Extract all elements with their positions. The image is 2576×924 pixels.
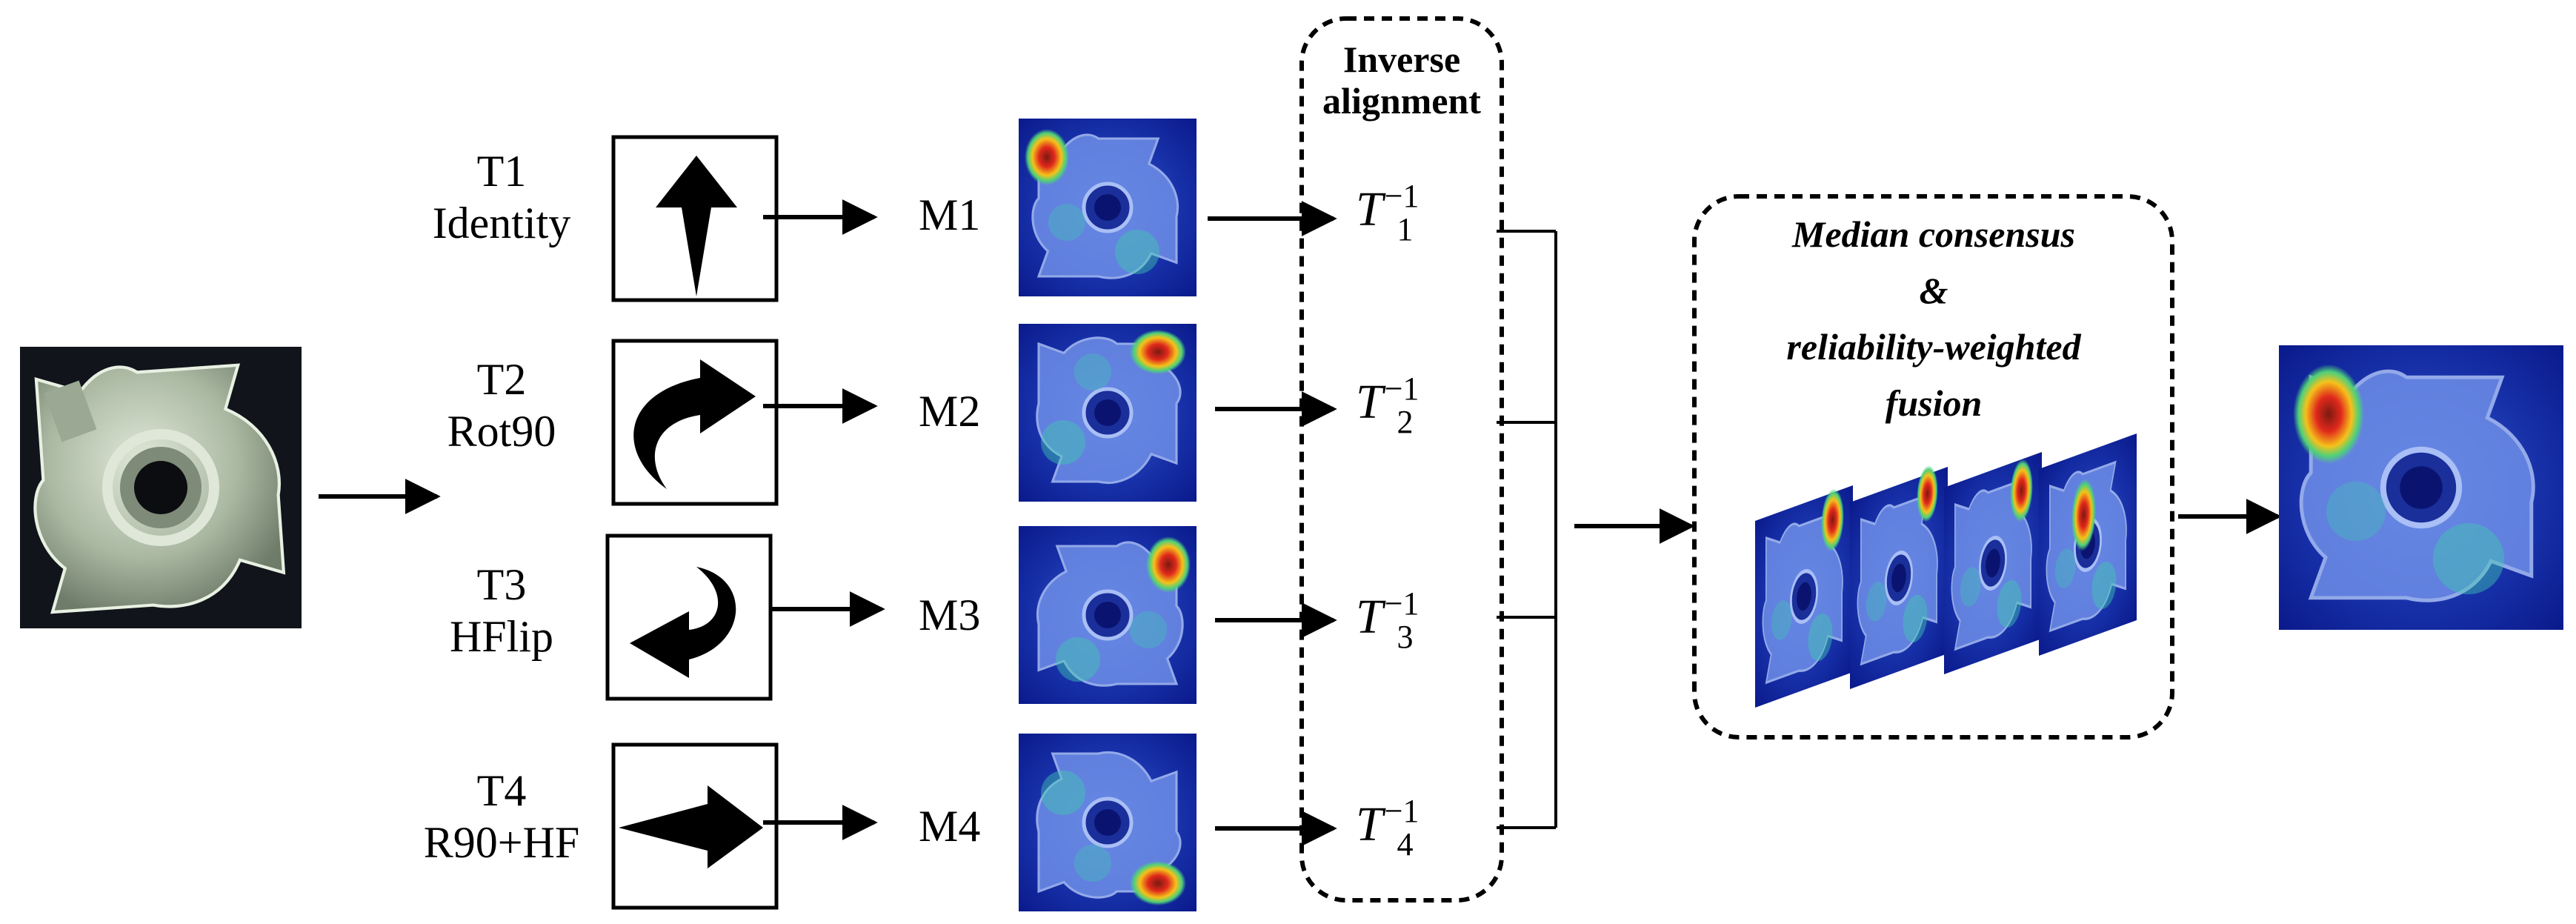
- up-arrow-icon: [656, 156, 737, 296]
- transform-label-t4: T4 R90+HF: [405, 765, 598, 868]
- heatmap-m1: [1019, 119, 1197, 296]
- transform-name: Rot90: [447, 407, 556, 456]
- inverse-title-line2: alignment: [1322, 80, 1481, 122]
- inverse-power: −1: [1384, 585, 1420, 622]
- rot90-transform-box: [611, 339, 779, 506]
- transform-label-t2: T2 Rot90: [405, 353, 598, 457]
- fusion-line2: &: [1919, 270, 1948, 311]
- map-label-m4: M4: [919, 802, 981, 851]
- inverse-alignment-title: Inverse alignment: [1305, 39, 1498, 122]
- transform-name: R90+HF: [423, 818, 580, 867]
- output-heatmap: [2279, 345, 2563, 630]
- stacked-heatmap-1: [1755, 482, 1853, 708]
- inverse-index: 3: [1397, 619, 1414, 655]
- identity-transform-box: [611, 135, 779, 302]
- merge-bracket: [1497, 230, 1557, 829]
- inverse-transform-t3: T−13: [1356, 585, 1420, 655]
- inverse-power: −1: [1384, 793, 1420, 829]
- r90hf-transform-box: [611, 742, 779, 910]
- input-part-photo: [20, 347, 302, 628]
- map-label-m2: M2: [919, 387, 981, 436]
- right-arrow-icon: [619, 785, 763, 868]
- transform-id: T1: [476, 147, 527, 196]
- fusion-box: [1692, 194, 2174, 739]
- transform-id: T3: [476, 560, 527, 609]
- transform-name: HFlip: [449, 612, 554, 661]
- heatmap-m4: [1019, 734, 1197, 911]
- transform-name: Identity: [432, 199, 571, 247]
- stacked-heatmap-3: [1944, 452, 2042, 674]
- inverse-symbol: T: [1356, 182, 1383, 236]
- stacked-heatmap-4: [2039, 433, 2137, 656]
- map-label-m3: M3: [919, 591, 981, 639]
- inverse-transform-t2: T−12: [1356, 370, 1420, 440]
- transform-id: T2: [476, 355, 527, 404]
- inverse-transform-t4: T−14: [1356, 793, 1420, 862]
- curved-right-arrow-icon: [633, 359, 756, 489]
- stacked-heatmap-2: [1850, 458, 1948, 689]
- inverse-power: −1: [1384, 370, 1420, 407]
- map-label-m1: M1: [919, 190, 981, 239]
- inverse-symbol: T: [1356, 375, 1383, 429]
- fusion-line1: Median consensus: [1791, 213, 2076, 255]
- inverse-transform-t1: T−11: [1356, 178, 1420, 247]
- inverse-title-line1: Inverse: [1342, 39, 1461, 80]
- transform-label-t1: T1 Identity: [405, 145, 598, 249]
- inverse-power: −1: [1384, 178, 1420, 214]
- transform-label-t3: T3 HFlip: [405, 559, 598, 662]
- inverse-symbol: T: [1356, 590, 1383, 644]
- inverse-index: 1: [1397, 211, 1414, 247]
- inverse-index: 4: [1397, 826, 1414, 862]
- inverse-symbol: T: [1356, 797, 1383, 851]
- transform-id: T4: [476, 766, 527, 815]
- inverse-index: 2: [1397, 404, 1414, 440]
- heatmap-m2: [1019, 324, 1197, 502]
- hflip-transform-box: [605, 534, 773, 701]
- fusion-title: Median consensus & reliability-weighted …: [1697, 206, 2171, 431]
- fusion-line3: reliability-weighted: [1786, 326, 2081, 368]
- inverse-alignment-box: [1299, 16, 1504, 903]
- curved-left-arrow-icon: [630, 567, 736, 678]
- heatmap-m3: [1019, 526, 1197, 704]
- fusion-line4: fusion: [1885, 382, 1983, 424]
